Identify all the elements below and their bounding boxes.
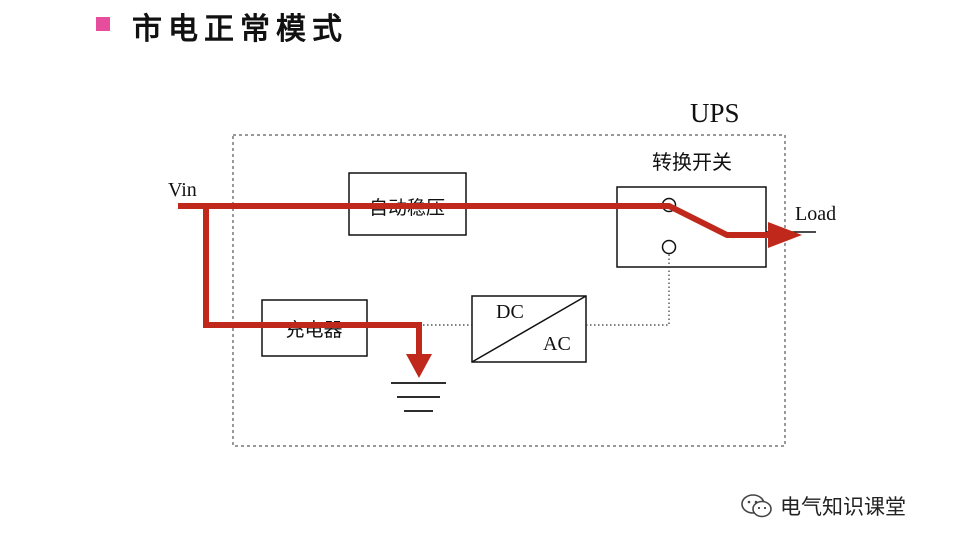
power-flow-path bbox=[178, 203, 802, 378]
vin-label: Vin bbox=[168, 179, 197, 201]
ups-label: UPS bbox=[690, 98, 740, 128]
watermark: 电气知识课堂 bbox=[740, 491, 906, 521]
title-bullet bbox=[96, 17, 110, 31]
inverter-ac-label: AC bbox=[543, 333, 571, 355]
power-flow-arrowhead-load bbox=[768, 222, 802, 248]
inverter-dc-label: DC bbox=[496, 301, 524, 323]
ups-enclosure bbox=[232, 134, 786, 447]
inverter-diagonal bbox=[471, 295, 587, 363]
battery-symbol bbox=[391, 382, 446, 412]
transfer-switch-block bbox=[616, 186, 767, 268]
wechat-icon bbox=[741, 494, 772, 518]
power-flow-charger-branch bbox=[203, 206, 422, 357]
load-label: Load bbox=[795, 203, 836, 225]
watermark-text: 电气知识课堂 bbox=[780, 495, 906, 519]
power-flow-main bbox=[178, 203, 770, 238]
switch-label: 转换开关 bbox=[652, 151, 732, 174]
switch-contact-bottom bbox=[661, 239, 677, 255]
page-title: 市电正常模式 bbox=[132, 12, 348, 47]
power-flow-arrowhead-battery bbox=[406, 354, 432, 378]
